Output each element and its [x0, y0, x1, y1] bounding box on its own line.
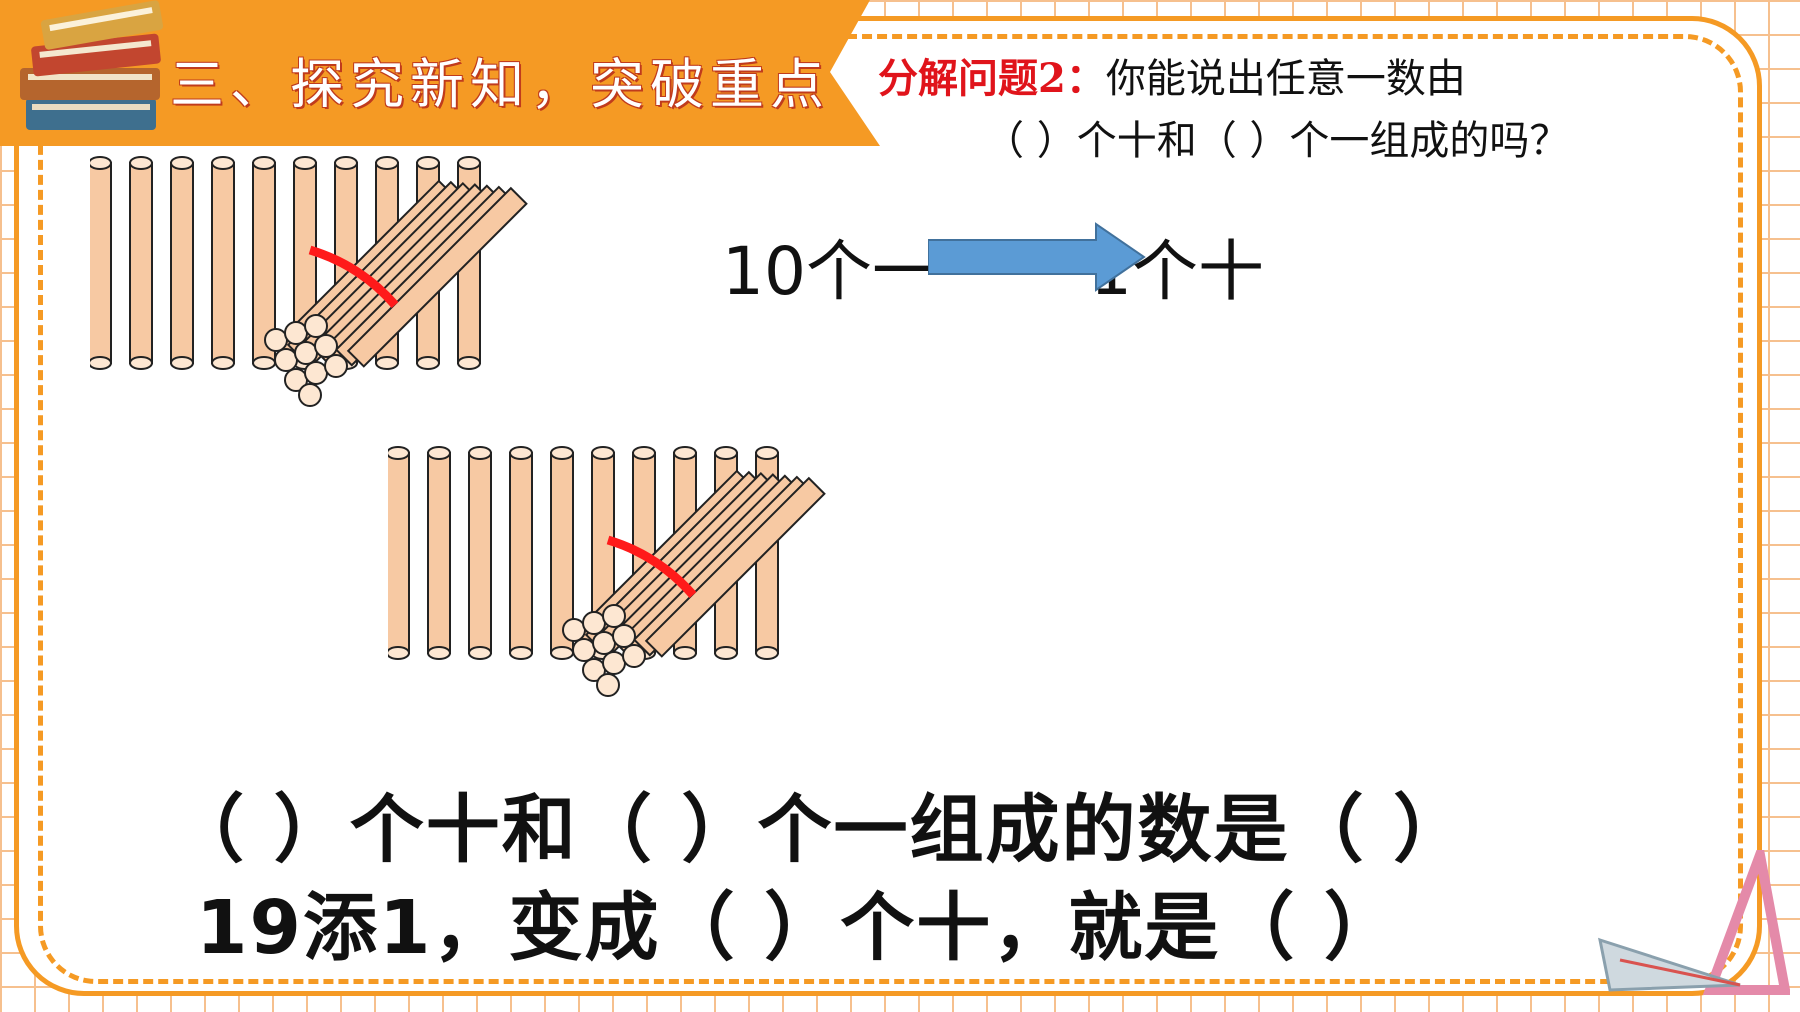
loose-stick [90, 156, 112, 370]
sticks-group-top [90, 156, 528, 407]
question-line1: 你能说出任意一数由 [1105, 56, 1466, 102]
stick-bundle [264, 179, 528, 407]
question-label: 分解问题2： [878, 55, 1106, 102]
equation-left: 10个一 [722, 233, 938, 310]
loose-stick [388, 446, 410, 660]
loose-stick [170, 156, 194, 370]
loose-stick [550, 446, 574, 660]
fill-in-line-1: （ ）个十和（ ）个一组成的数是（ ） [170, 787, 1470, 873]
question-line2: （ ）个十和（ ）个一组成的吗？ [984, 118, 1570, 164]
triangle-ruler-icon [1598, 850, 1790, 995]
right-arrow-icon [928, 222, 1146, 292]
loose-stick [252, 156, 276, 370]
section-title: 三、探究新知，突破重点 [170, 53, 830, 116]
loose-stick [509, 446, 533, 660]
header-banner [0, 0, 880, 146]
fill-in-line-2: 19添1，变成（ ）个十，就是（ ） [196, 885, 1400, 971]
stick-bundle [562, 469, 826, 697]
sticks-group-bottom [388, 446, 826, 697]
loose-stick [129, 156, 153, 370]
loose-stick [211, 156, 235, 370]
loose-stick [427, 446, 451, 660]
books-stack-icon [20, 0, 164, 130]
question-text: 分解问题2：你能说出任意一数由 [878, 52, 1678, 106]
loose-stick [468, 446, 492, 660]
